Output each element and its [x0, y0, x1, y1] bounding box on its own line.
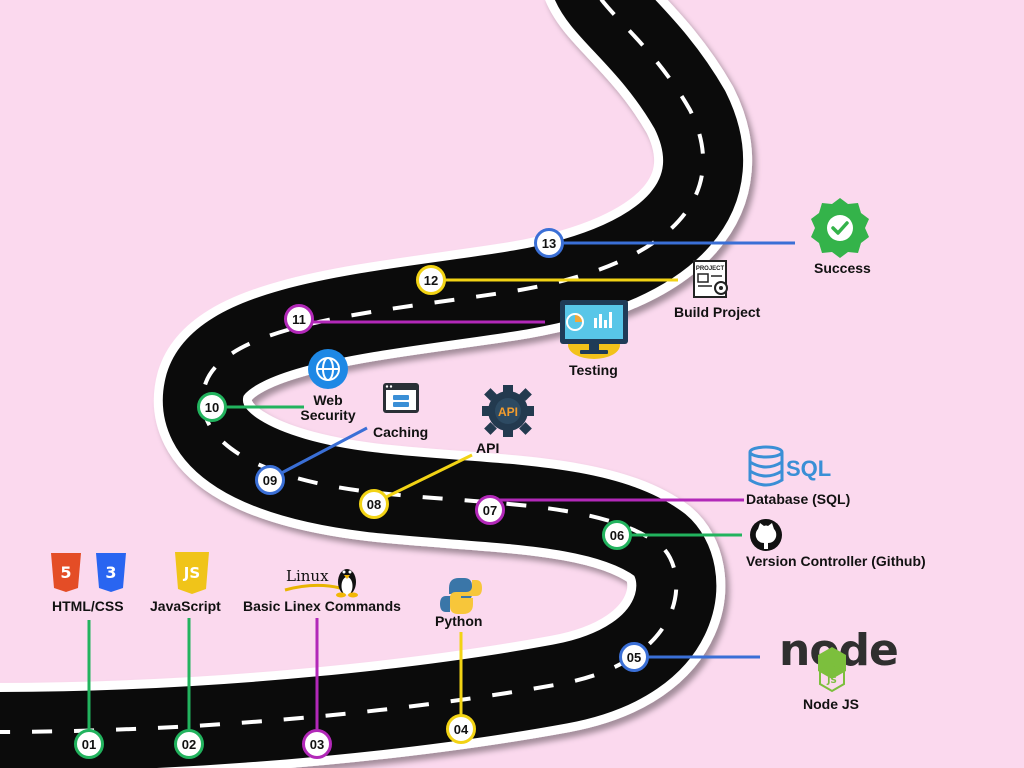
python-icon: [440, 578, 482, 614]
label-web: Web: [299, 393, 357, 408]
label-basic-linux-commands: Basic Linex Commands: [243, 599, 401, 614]
linux-tux-icon: Linux: [285, 567, 358, 598]
svg-text:JS: JS: [826, 676, 837, 686]
html5-css3-icon: 5 3: [51, 553, 126, 592]
label-success: Success: [814, 261, 871, 276]
label-database-sql: Database (SQL): [746, 492, 850, 507]
step-node-07: 07: [475, 495, 505, 525]
step-node-09: 09: [255, 465, 285, 495]
svg-text:SQL: SQL: [786, 456, 831, 481]
label-html-css: HTML/CSS: [52, 599, 124, 614]
step-node-10: 10: [197, 392, 227, 422]
label-version-controller: Version Controller (Github): [746, 554, 926, 569]
api-gear-icon: API: [482, 385, 534, 437]
label-testing: Testing: [569, 363, 618, 378]
step-node-06: 06: [602, 520, 632, 550]
success-badge-icon: [811, 198, 869, 258]
svg-text:5: 5: [60, 563, 71, 582]
javascript-icon: JS: [175, 552, 209, 594]
step-node-03: 03: [302, 729, 332, 759]
step-node-11: 11: [284, 304, 314, 334]
linux-wordmark: Linux: [286, 567, 329, 585]
step-node-01: 01: [74, 729, 104, 759]
svg-text:JS: JS: [183, 564, 200, 582]
svg-text:API: API: [498, 405, 518, 419]
database-sql-icon: SQL: [750, 447, 831, 485]
monitor-dashboard-icon: [560, 300, 628, 359]
label-python: Python: [435, 614, 482, 629]
project-document-icon: PROJECT: [694, 261, 727, 297]
label-caching: Caching: [373, 425, 428, 440]
label-javascript: JavaScript: [150, 599, 221, 614]
step-node-13: 13: [534, 228, 564, 258]
step-node-08: 08: [359, 489, 389, 519]
github-icon: [750, 519, 782, 551]
step-node-12: 12: [416, 265, 446, 295]
label-web-security: Web Security: [299, 393, 357, 423]
step-node-02: 02: [174, 729, 204, 759]
label-build-project: Build Project: [674, 305, 760, 320]
nodejs-icon: node JS: [779, 625, 898, 691]
caching-server-icon: [383, 383, 419, 413]
svg-text:3: 3: [105, 563, 116, 582]
globe-icon: [308, 349, 348, 389]
label-security: Security: [299, 408, 357, 423]
step-node-04: 04: [446, 714, 476, 744]
label-nodejs: Node JS: [803, 697, 859, 712]
step-node-05: 05: [619, 642, 649, 672]
svg-text:PROJECT: PROJECT: [696, 266, 725, 272]
label-api: API: [476, 441, 499, 456]
